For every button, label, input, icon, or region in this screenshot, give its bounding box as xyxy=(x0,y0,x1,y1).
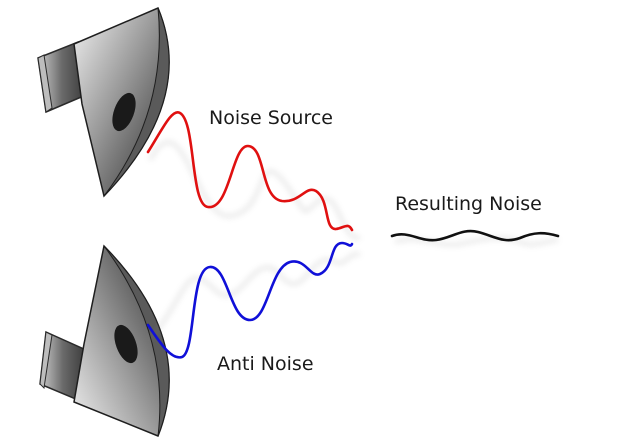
bottom-speaker-icon xyxy=(39,244,170,437)
anti-noise-label: Anti Noise xyxy=(217,353,314,375)
resulting-noise-wave xyxy=(390,229,560,242)
resulting-noise-label: Resulting Noise xyxy=(395,193,542,215)
anti-noise-wave xyxy=(146,241,354,359)
noise-wave xyxy=(146,111,354,232)
top-speaker-icon xyxy=(37,7,170,198)
wave-shadows xyxy=(148,140,559,342)
noise-source-label: Noise Source xyxy=(209,107,334,129)
